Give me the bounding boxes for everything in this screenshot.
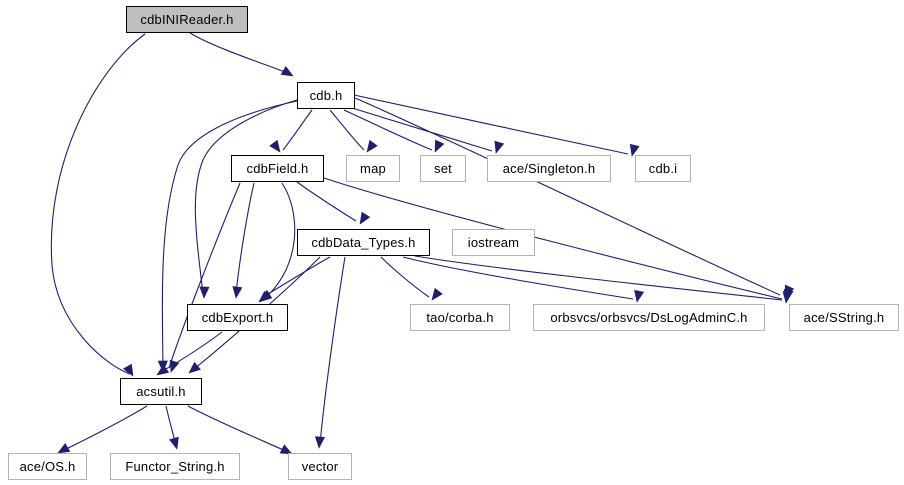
arrowhead-11 <box>232 286 243 299</box>
arrowhead-15 <box>431 287 443 301</box>
arrowhead-1 <box>122 363 134 377</box>
graph-node-aceSingleton[interactable]: ace/Singleton.h <box>487 155 611 182</box>
edge-cdbDataTypes-to-aceSString <box>414 255 783 301</box>
arrowhead-12 <box>169 359 180 373</box>
arrowhead-4 <box>434 139 445 153</box>
graph-node-label: cdb.h <box>309 88 343 103</box>
graph-node-functorString[interactable]: Functor_String.h <box>110 453 240 480</box>
graph-node-label: ace/OS.h <box>19 459 76 474</box>
graph-node-label: orbsvcs/orbsvcs/DsLogAdminC.h <box>550 310 748 325</box>
edge-cdb-to-cdbField <box>282 109 313 151</box>
arrowhead-19 <box>188 361 201 374</box>
edge-cdb-to-aceSingleton <box>351 107 493 152</box>
arrowhead-0 <box>280 65 294 77</box>
graph-node-cdbDataTypes[interactable]: cdbData_Types.h <box>297 229 430 256</box>
edge-cdb-to-cdbExport <box>194 99 298 295</box>
edge-cdbField-to-aceSString <box>323 177 783 300</box>
arrowhead-21 <box>156 364 170 376</box>
graph-node-aceSString[interactable]: ace/SString.h <box>789 304 899 331</box>
graph-node-label: vector <box>301 459 339 474</box>
arrowhead-6 <box>629 143 640 157</box>
edge-cdb-to-aceSString <box>354 97 781 296</box>
arrowhead-2 <box>269 139 281 153</box>
edge-cdb-to-cdbi <box>353 94 629 155</box>
arrowhead-17 <box>782 291 793 304</box>
graph-node-label: ace/SString.h <box>803 310 885 325</box>
graph-node-set[interactable]: set <box>420 155 466 182</box>
graph-node-cdbINIReader[interactable]: cdbINIReader.h <box>126 6 248 33</box>
graph-node-label: cdbData_Types.h <box>311 235 416 250</box>
graph-node-label: tao/corba.h <box>426 310 494 325</box>
arrowhead-22 <box>57 442 71 454</box>
edge-cdb-to-set <box>343 109 433 151</box>
graph-node-acsutil[interactable]: acsutil.h <box>120 378 202 405</box>
arrowhead-10 <box>359 211 371 225</box>
graph-node-label: acsutil.h <box>136 384 186 399</box>
graph-node-vector[interactable]: vector <box>288 453 352 480</box>
edge-cdbDataTypes-to-orbsvcs <box>402 256 634 300</box>
graph-node-taoCorba[interactable]: tao/corba.h <box>410 304 510 331</box>
edge-paths <box>50 32 783 453</box>
graph-node-cdbi[interactable]: cdb.i <box>635 155 691 182</box>
edge-acsutil-to-vector <box>187 405 289 453</box>
arrowhead-24 <box>279 444 293 455</box>
edge-cdb-to-acsutil <box>161 100 298 369</box>
edge-cdbINIReader-to-acsutil <box>50 33 146 375</box>
graph-node-cdbField[interactable]: cdbField.h <box>231 155 324 182</box>
edge-cdbField-to-acsutil <box>168 182 241 369</box>
arrowhead-5 <box>494 140 505 154</box>
graph-node-label: Functor_String.h <box>125 459 225 474</box>
graph-node-label: iostream <box>467 235 520 250</box>
arrowhead-3 <box>366 139 378 153</box>
graph-node-aceOS[interactable]: ace/OS.h <box>8 453 87 480</box>
arrowhead-7 <box>199 286 210 299</box>
edge-arrowheads <box>57 65 795 455</box>
edge-acsutil-to-aceOS <box>61 405 148 452</box>
graph-node-label: cdbINIReader.h <box>140 12 234 27</box>
edge-cdbField-to-cdbExport2 <box>261 182 296 301</box>
graph-node-label: set <box>434 161 452 176</box>
arrowhead-20 <box>314 436 326 449</box>
graph-node-label: cdbField.h <box>246 161 309 176</box>
arrowhead-23 <box>169 436 179 450</box>
graph-node-label: ace/Singleton.h <box>502 161 596 176</box>
edge-cdb-to-map <box>329 109 365 151</box>
graph-node-orbsvcs[interactable]: orbsvcs/orbsvcs/DsLogAdminC.h <box>533 304 765 331</box>
graph-node-label: cdb.i <box>648 161 678 176</box>
edge-cdbField-to-cdbDataTypes <box>296 181 357 222</box>
edge-cdbINIReader-to-cdb <box>189 32 291 75</box>
graph-node-label: map <box>360 161 386 176</box>
graph-node-label: cdbExport.h <box>201 310 274 325</box>
edge-cdbDataTypes-to-taoCorba <box>380 256 430 298</box>
edge-cdbDataTypes-to-cdbExport <box>262 256 331 298</box>
arrowhead-16 <box>634 289 645 303</box>
arrowhead-18 <box>259 289 273 301</box>
edge-cdbExport-to-acsutil <box>160 331 223 373</box>
edge-cdbDataTypes-to-vector <box>319 256 346 445</box>
graph-node-iostream[interactable]: iostream <box>452 229 535 256</box>
graph-node-map[interactable]: map <box>346 155 400 182</box>
graph-node-cdbExport[interactable]: cdbExport.h <box>187 304 288 331</box>
edge-cdbField-to-cdbExport <box>235 182 255 295</box>
graph-node-cdb[interactable]: cdb.h <box>297 82 355 109</box>
